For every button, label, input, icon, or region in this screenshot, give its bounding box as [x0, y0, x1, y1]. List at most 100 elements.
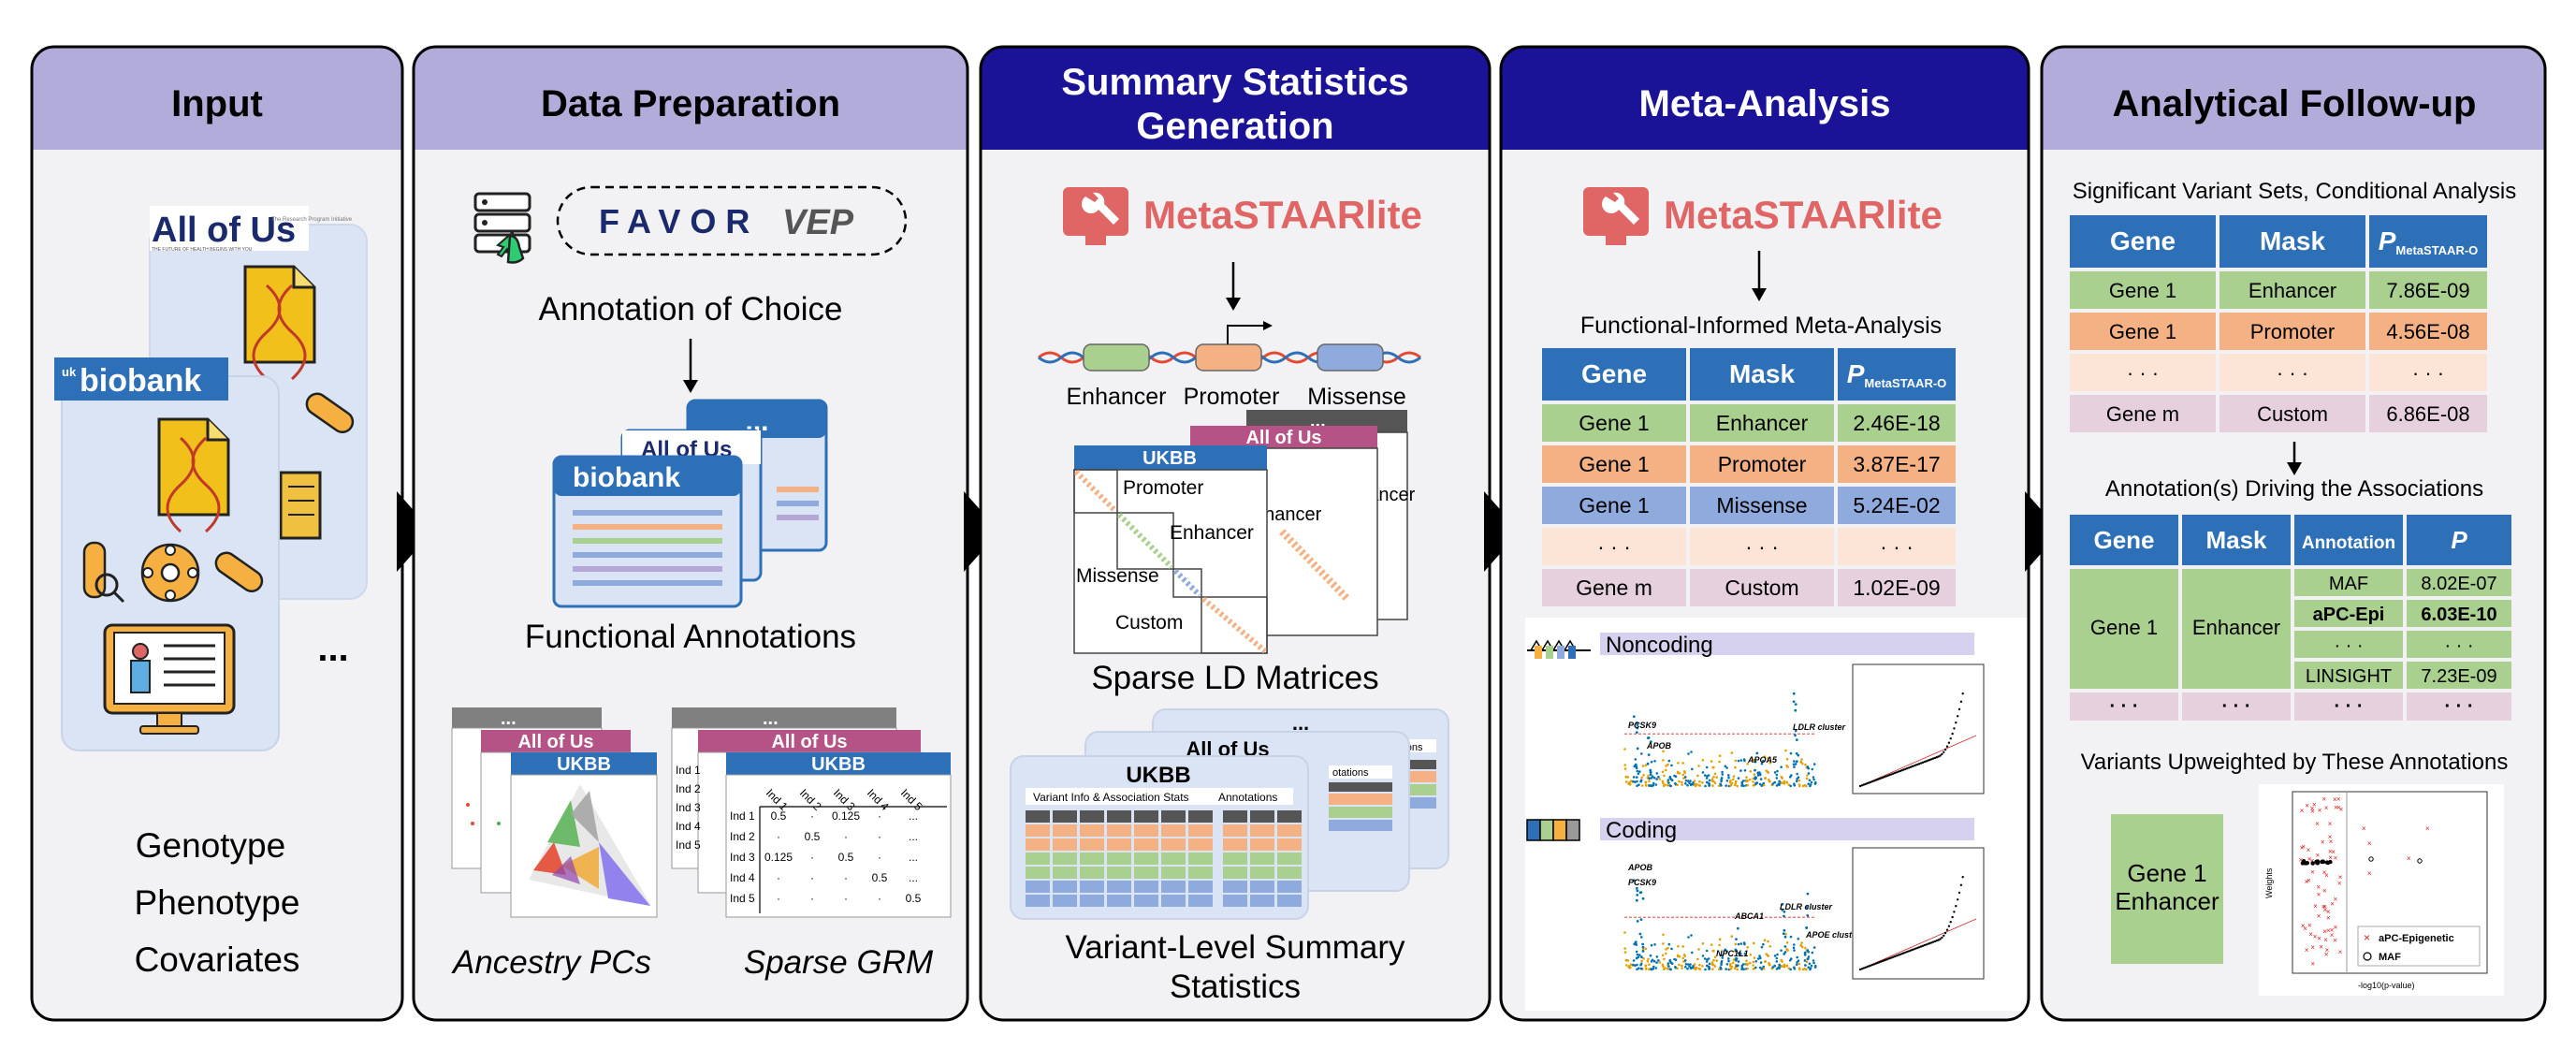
- table-header-label: Mask: [2260, 226, 2325, 255]
- manhattan-point: [1636, 723, 1639, 726]
- qq-point: [1947, 741, 1951, 744]
- variant-grid-cell: [1134, 853, 1158, 865]
- manhattan-point: [1760, 762, 1764, 765]
- manhattan-point: [1666, 962, 1670, 965]
- manhattan-point: [1812, 946, 1816, 949]
- manhattan-point: [1805, 968, 1808, 971]
- table-cell: [2070, 354, 2216, 391]
- scatter-cross-point: ×: [2307, 876, 2311, 884]
- manhattan-point: [1652, 965, 1655, 969]
- grm-cell: ...: [909, 851, 918, 864]
- table-cell-text: · · ·: [2127, 361, 2159, 385]
- manhattan-point: [1718, 968, 1721, 971]
- grm-cell: ·: [810, 809, 814, 823]
- qq-point: [1959, 883, 1963, 886]
- variant-grid-cell: [1107, 838, 1131, 851]
- manhattan-point: [1775, 956, 1779, 960]
- manhattan-point: [1710, 963, 1714, 966]
- gene-box-line2: Enhancer: [2115, 887, 2219, 915]
- manhattan-point: [1733, 783, 1737, 787]
- scatter-cross-point: ×: [2300, 807, 2305, 815]
- manhattan-point: [1727, 957, 1730, 960]
- manhattan-point: [1811, 951, 1814, 955]
- manhattan-point: [1780, 781, 1783, 784]
- manhattan-point: [1797, 779, 1801, 782]
- manhattan-point: [1718, 784, 1721, 788]
- manhattan-point: [1806, 892, 1810, 896]
- manhattan-point: [1662, 759, 1665, 762]
- manhattan-point: [1807, 772, 1811, 775]
- manhattan-point: [1754, 781, 1758, 785]
- manhattan-point: [1789, 751, 1793, 755]
- manhattan-point: [1636, 963, 1638, 967]
- gene-ldlr: LDLR cluster: [1793, 722, 1846, 732]
- manhattan-point: [1632, 879, 1636, 882]
- manhattan-point: [1652, 967, 1655, 970]
- variant-grid-cell: [1134, 881, 1158, 893]
- table-cell: [2294, 692, 2403, 721]
- manhattan-point: [1738, 951, 1741, 955]
- manhattan-point: [1806, 914, 1810, 917]
- manhattan-point: [1639, 779, 1643, 782]
- variant-grid: [1026, 810, 1302, 907]
- manhattan-point: [1767, 756, 1769, 760]
- qq-point: [1880, 960, 1883, 963]
- table-cell: [1690, 487, 1834, 524]
- table-cell: [1838, 528, 1956, 565]
- manhattan-point: [1780, 965, 1783, 968]
- manhattan-point: [1668, 968, 1671, 970]
- manhattan-point: [1741, 963, 1745, 966]
- manhattan-point: [1662, 784, 1666, 787]
- qq-point: [1957, 898, 1959, 901]
- qq-point: [1900, 769, 1903, 772]
- ancestry-pc-cards: ... All of Us UKBB: [451, 707, 658, 918]
- variant-grid-cell: [1053, 895, 1077, 907]
- variant-card-dots: ...: [1292, 711, 1309, 735]
- scatter-ylabel: Weights: [2264, 867, 2274, 898]
- manhattan-point: [1754, 966, 1757, 969]
- qq-point: [1874, 779, 1877, 781]
- manhattan-point: [1647, 753, 1651, 756]
- manhattan-point: [1658, 778, 1662, 780]
- qq-point: [1909, 949, 1913, 952]
- scatter-cross-point: ×: [2317, 934, 2321, 942]
- more-datasets-ellipsis: ...: [317, 628, 348, 669]
- variant-grid-cell: [1053, 810, 1077, 823]
- table-cell-text: Promoter: [2250, 320, 2335, 343]
- manhattan-point: [1805, 777, 1809, 780]
- manhattan-point: [1804, 946, 1807, 950]
- scatter-cross-point: ×: [2324, 804, 2329, 812]
- scatter-cross-point: ×: [2367, 869, 2372, 878]
- manhattan-point: [1701, 771, 1705, 774]
- manhattan-point: [1713, 965, 1717, 968]
- manhattan-point: [1777, 966, 1780, 969]
- manhattan-point: [1632, 715, 1636, 719]
- manhattan-point: [1793, 949, 1796, 952]
- qq-point: [1911, 765, 1914, 768]
- manhattan-point: [1752, 777, 1755, 780]
- manhattan-point: [1646, 762, 1650, 765]
- manhattan-point: [1676, 783, 1679, 787]
- grm-cell: ·: [777, 871, 780, 884]
- table-cell-text: Gene 1: [2109, 320, 2176, 343]
- scatter-cross-point: ×: [2326, 926, 2331, 935]
- manhattan-point: [1635, 721, 1638, 724]
- manhattan-point: [1694, 783, 1696, 786]
- manhattan-point: [1803, 951, 1807, 955]
- qq-point: [1868, 965, 1870, 968]
- manhattan-point: [1681, 956, 1685, 960]
- scatter-cross-point: ×: [2334, 854, 2338, 863]
- manhattan-point: [1727, 776, 1730, 780]
- manhattan-point: [1706, 958, 1709, 961]
- manhattan-point: [1636, 968, 1638, 971]
- qq-point: [1902, 952, 1905, 955]
- manhattan-point: [1734, 942, 1738, 946]
- variant-grid-cell: [1134, 867, 1158, 879]
- manhattan-point: [1623, 748, 1626, 751]
- qq-point: [1872, 963, 1876, 966]
- panel-title-summary-line2: Generation: [1136, 106, 1333, 147]
- table-cell: [2294, 569, 2403, 596]
- manhattan-point: [1797, 937, 1800, 940]
- grm-cell: ·: [878, 892, 881, 905]
- scatter-cross-point: ×: [2316, 883, 2321, 892]
